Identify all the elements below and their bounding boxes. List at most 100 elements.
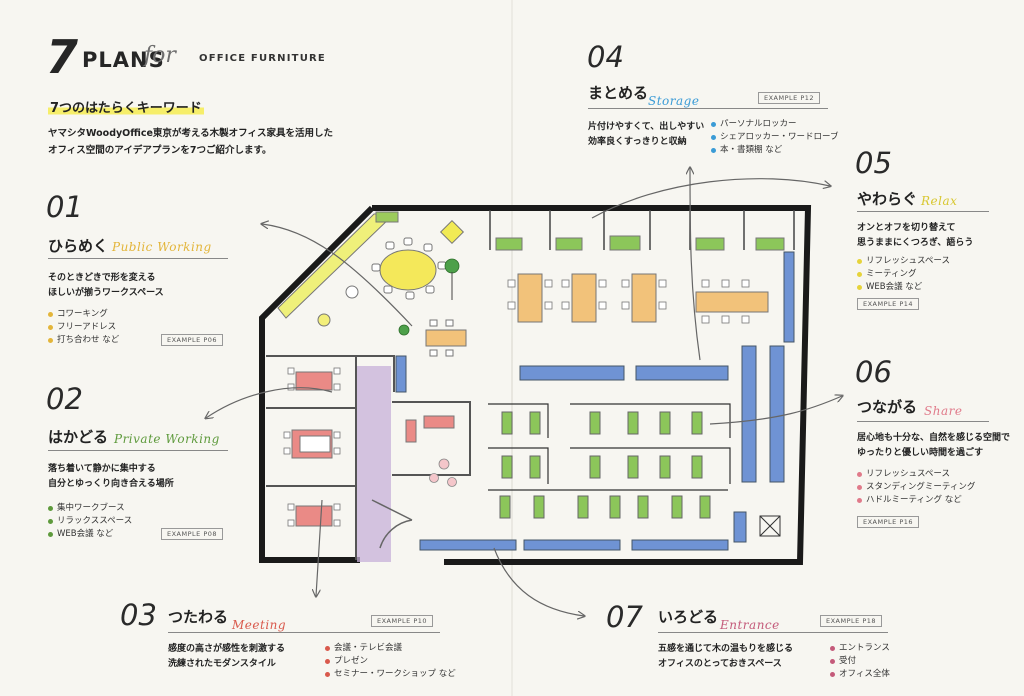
bullet-item: セミナー・ワークショップ など xyxy=(325,668,456,681)
desc-line: そのときどきで形を変える xyxy=(48,273,156,283)
bullet-item: リフレッシュスペース xyxy=(857,468,975,481)
bullet-item: 集中ワークブース xyxy=(48,502,132,515)
section-05-english: Relax xyxy=(921,194,958,208)
round-table xyxy=(345,285,359,299)
bullet-item: フリーアドレス xyxy=(48,321,119,334)
section-04-bullets: パーソナルロッカー シェアロッカー・ワードローブ 本・書類棚 など xyxy=(711,118,839,157)
section-02-rule xyxy=(48,450,228,451)
section-04-number: 04 xyxy=(587,40,624,74)
desc-line: オンとオフを切り替えて xyxy=(857,223,956,233)
pointer-arrows xyxy=(206,168,842,616)
section-03-title: つたわる xyxy=(168,608,229,626)
section-07-rule xyxy=(658,632,888,633)
bullet-item: リフレッシュスペース xyxy=(857,255,950,268)
bullet-item: コワーキング xyxy=(48,308,119,321)
section-01-number: 01 xyxy=(46,190,83,224)
bullet-item: 打ち合わせ など xyxy=(48,334,119,347)
desc-line: 思うままにくつろぎ、語らう xyxy=(857,238,974,248)
bullet-item: WEB会議 など xyxy=(48,528,132,541)
bullet-item: オフィス全体 xyxy=(830,668,890,681)
section-05-title: やわらぐ xyxy=(857,190,918,208)
bullet-item: 本・書類棚 など xyxy=(711,144,839,157)
bullet-item: シェアロッカー・ワードローブ xyxy=(711,131,839,144)
header-for: for xyxy=(144,43,176,68)
floor-plan-walls xyxy=(259,205,812,565)
desk-chairs xyxy=(507,279,750,324)
bullet-item: ミーティング xyxy=(857,268,950,281)
section-07-description: 五感を通じて木の温もりを感じる オフィスのとっておきスペース xyxy=(658,642,793,672)
section-07-english: Entrance xyxy=(720,618,780,632)
section-02-number: 02 xyxy=(46,382,83,416)
bullet-item: 受付 xyxy=(830,655,890,668)
section-03-rule xyxy=(168,632,440,633)
header-subtitle: OFFICE FURNITURE xyxy=(199,53,326,64)
bullet-item: スタンディングミーティング xyxy=(857,481,975,494)
desc-line: 感度の高さが感性を刺激する xyxy=(168,644,286,654)
desc-line: 五感を通じて木の温もりを感じる xyxy=(658,644,794,654)
section-06-number: 06 xyxy=(855,355,892,389)
bullet-item: 会議・テレビ会議 xyxy=(325,642,456,655)
section-04-rule xyxy=(588,108,828,109)
section-01-english: Public Working xyxy=(112,240,212,254)
section-03-english: Meeting xyxy=(232,618,287,632)
entrance-door xyxy=(371,499,413,549)
meeting-chairs xyxy=(283,367,341,527)
booth-walls xyxy=(489,210,795,250)
section-04-example: EXAMPLE P12 xyxy=(758,92,821,104)
section-05-number: 05 xyxy=(855,146,892,180)
section-01-description: そのときどきで形を変える ほしいが揃うワークスペース xyxy=(48,271,164,301)
section-05-example: EXAMPLE P14 xyxy=(857,298,920,310)
intro-text: ヤマシタWoodyOffice東京が考える木製オフィス家具を活用した オフィス空… xyxy=(48,125,388,159)
bullet-item: エントランス xyxy=(830,642,890,655)
bullet-item: WEB会議 など xyxy=(857,281,950,294)
section-06-rule xyxy=(857,421,989,422)
section-02-title: はかどる xyxy=(48,428,109,446)
header-number: 7 xyxy=(46,30,79,84)
section-02-english: Private Working xyxy=(114,432,220,446)
section-03-number: 03 xyxy=(120,598,157,632)
round-table xyxy=(317,313,331,327)
intro-line: ヤマシタWoodyOffice東京が考える木製オフィス家具を活用した xyxy=(48,128,333,139)
meeting-table xyxy=(425,329,467,347)
desc-line: オフィスのとっておきスペース xyxy=(658,659,782,669)
section-03-example: EXAMPLE P10 xyxy=(371,615,434,627)
section-07-title: いろどる xyxy=(658,608,719,626)
desc-line: ほしいが揃うワークスペース xyxy=(48,288,164,298)
section-05-description: オンとオフを切り替えて 思うままにくつろぎ、語らう xyxy=(857,221,973,251)
elevator-icon xyxy=(759,515,781,537)
desc-line: ゆったりと優しい時間を過ごす xyxy=(857,448,984,458)
pink-stools xyxy=(429,458,457,487)
plant-icon xyxy=(398,258,460,336)
page-fold xyxy=(511,0,513,696)
keywords-title: 7つのはたらくキーワード xyxy=(48,97,204,116)
bullet-item: リラックススペース xyxy=(48,515,132,528)
corridor xyxy=(357,366,391,562)
section-06-bullets: リフレッシュスペース スタンディングミーティング ハドルミーティング など xyxy=(857,468,975,507)
desc-line: 片付けやすくて、出しやすい xyxy=(588,122,705,132)
section-01-example: EXAMPLE P06 xyxy=(161,334,224,346)
section-04-description: 片付けやすくて、出しやすい 効率良くすっきりと収納 xyxy=(588,120,704,150)
storage-cabinets xyxy=(395,251,795,551)
desc-line: 自分とゆっくり向き合える場所 xyxy=(48,479,174,489)
booth-partitions xyxy=(488,403,731,491)
chairs xyxy=(371,237,447,300)
desk-islands xyxy=(517,273,769,323)
bullet-item: ハドルミーティング など xyxy=(857,494,975,507)
intro-line: オフィス空間のアイデアプランを7つご紹介します。 xyxy=(48,145,272,156)
section-01-title: ひらめく xyxy=(48,237,109,255)
oval-table xyxy=(379,249,437,291)
section-02-bullets: 集中ワークブース リラックススペース WEB会議 など xyxy=(48,502,132,541)
section-05-rule xyxy=(857,211,989,212)
section-05-bullets: リフレッシュスペース ミーティング WEB会議 など xyxy=(857,255,950,294)
section-06-example: EXAMPLE P16 xyxy=(857,516,920,528)
section-02-description: 落ち着いて静かに集中する 自分とゆっくり向き合える場所 xyxy=(48,462,174,492)
desc-line: 居心地も十分な、自然を感じる空間で xyxy=(857,433,1011,443)
section-06-title: つながる xyxy=(857,398,918,416)
bullet-item: パーソナルロッカー xyxy=(711,118,839,131)
section-02-example: EXAMPLE P08 xyxy=(161,528,224,540)
desc-line: 効率良くすっきりと収納 xyxy=(588,137,687,147)
bullet-item: プレゼン xyxy=(325,655,456,668)
section-06-description: 居心地も十分な、自然を感じる空間で ゆったりと優しい時間を過ごす xyxy=(857,431,1010,461)
